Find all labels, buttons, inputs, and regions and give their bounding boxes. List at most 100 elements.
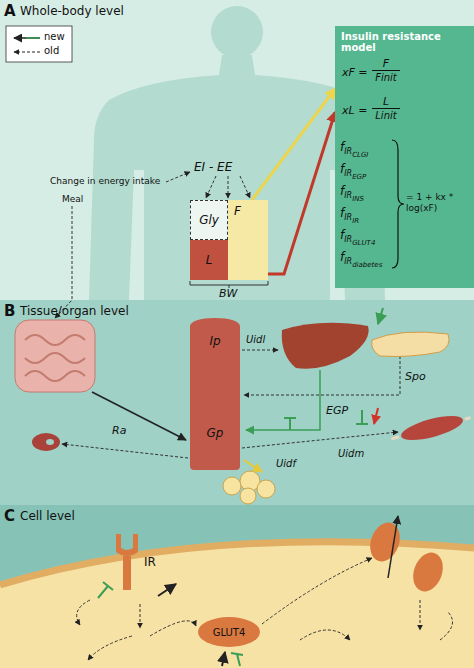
intestine xyxy=(15,320,95,392)
panel-letter: C xyxy=(4,507,15,525)
compartment-label: Gp xyxy=(207,426,224,440)
function-term: fIRINS xyxy=(340,184,364,203)
glycogen-box: Gly xyxy=(190,200,228,240)
dashed-flow xyxy=(240,176,250,198)
panel: A Whole-body levelInsulin resistance mode… xyxy=(0,0,474,300)
receptor-label: IR xyxy=(144,555,156,569)
signalling-cascade xyxy=(440,612,453,640)
liver xyxy=(282,323,369,369)
cell xyxy=(388,516,398,578)
kidney xyxy=(32,433,60,451)
flux-label: Uidf xyxy=(276,458,296,469)
function-symbol: f xyxy=(340,206,344,220)
panel-title: Whole-body level xyxy=(20,4,124,18)
function-symbol: f xyxy=(340,228,344,242)
legend-frame xyxy=(6,26,72,62)
function-term: fIRGLUT4 xyxy=(340,228,375,247)
flux-arrows xyxy=(244,460,262,472)
adipose-tissue xyxy=(240,471,260,491)
function-subscript: IR xyxy=(344,213,352,222)
signalling-cascade xyxy=(140,604,141,628)
pancreas xyxy=(372,332,449,357)
annotation: EI - EE xyxy=(194,160,232,174)
adipose-tissue xyxy=(223,477,241,495)
flux-label: Ra xyxy=(112,424,126,437)
flux-label: Uidm xyxy=(338,448,364,459)
intestine xyxy=(25,335,85,381)
formula-term: Finit xyxy=(372,72,400,83)
legend-text: old xyxy=(44,45,59,56)
receptor-shape xyxy=(112,530,142,594)
annotation: Change in energy intake xyxy=(50,176,160,186)
regulation-marks xyxy=(222,652,225,666)
kidney xyxy=(46,439,54,445)
formula-term: L xyxy=(372,95,400,109)
function-symbol: f xyxy=(340,184,344,198)
legend-frame xyxy=(14,52,40,53)
function-subscript: IR xyxy=(352,217,359,225)
regulation-marks xyxy=(98,582,113,598)
panel-title: Tissue/organ level xyxy=(20,304,129,318)
transporter-label: GLUT4 xyxy=(213,627,246,638)
legend-frame xyxy=(14,37,40,39)
signalling-cascade xyxy=(300,630,350,640)
bw-bracket xyxy=(190,281,268,288)
function-symbol: f xyxy=(340,162,344,176)
compartment-label: Ip xyxy=(209,334,220,348)
intestine xyxy=(15,320,95,392)
panel-ground xyxy=(0,0,474,300)
formula-term: xF = xyxy=(342,66,368,79)
kidney xyxy=(32,433,60,451)
flux-label: Spo xyxy=(405,370,426,383)
function-term: fIRIR xyxy=(340,206,359,225)
formula-term: xL = xyxy=(342,104,367,117)
box-title: Insulin resistance model xyxy=(341,31,468,53)
pancreas xyxy=(372,332,449,357)
regulation-marks xyxy=(231,653,243,666)
dashed-flow xyxy=(244,356,400,395)
function-term: fIRdiabetes xyxy=(340,250,382,269)
adipose-tissue xyxy=(240,488,256,504)
function-subscript: CLGI xyxy=(352,151,368,159)
function-term: fIREGP xyxy=(340,162,366,181)
panel: B Tissue/organ levelIpGp xyxy=(0,300,474,505)
function-subscript: IR xyxy=(344,191,352,200)
signalling-cascade xyxy=(77,600,90,625)
legend-text: new xyxy=(44,31,65,42)
lean-box: L xyxy=(190,240,228,280)
dashed-flow xyxy=(242,432,398,448)
annotation: BW xyxy=(219,287,237,300)
signalling-cascade xyxy=(150,621,196,636)
connector-arrow xyxy=(252,89,335,200)
panel-title: Cell level xyxy=(20,509,75,523)
function-symbol: f xyxy=(340,250,344,264)
muscle xyxy=(389,409,473,448)
muscle xyxy=(399,411,465,445)
formula: = 1 + kx * log(xF) xyxy=(406,192,472,214)
dashed-flow xyxy=(228,176,229,198)
signalling-cascade xyxy=(262,558,372,624)
legend-frame xyxy=(6,26,72,62)
dashed-flow xyxy=(242,350,278,351)
panel-letter: A xyxy=(4,2,16,20)
function-subscript: IR xyxy=(344,235,352,244)
flux-label: Uidl xyxy=(246,334,265,345)
cell xyxy=(0,516,474,668)
cell xyxy=(0,542,474,585)
adipose-tissue xyxy=(257,480,275,498)
adipose-tissue xyxy=(223,471,275,504)
blood-vessel: IpGp xyxy=(190,318,240,470)
dashed-flow xyxy=(62,444,188,458)
flux-arrows xyxy=(246,370,320,430)
panel: C Cell levelIR GLUT4 xyxy=(0,505,474,668)
panel-letter: B xyxy=(4,302,15,320)
muscle xyxy=(391,418,470,439)
function-subscript: IR xyxy=(344,257,352,266)
box-label: F xyxy=(234,204,241,218)
liver xyxy=(282,323,369,369)
box-label: Gly xyxy=(199,213,219,227)
bw-bracket xyxy=(190,281,268,288)
dashed-flow xyxy=(206,176,216,198)
function-symbol: f xyxy=(340,140,344,154)
